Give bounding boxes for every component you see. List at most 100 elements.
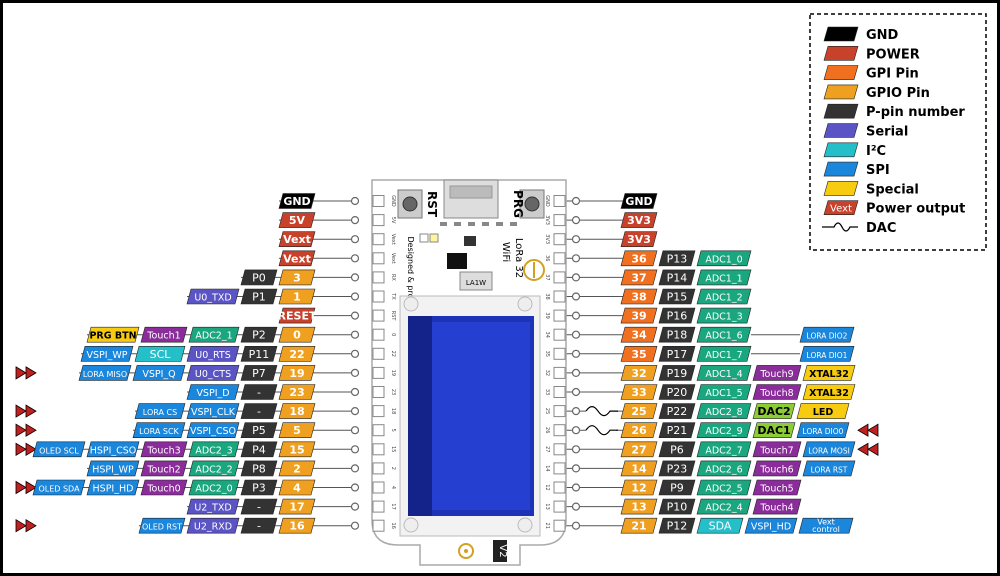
right-row-8-tag-1-shape [658, 345, 696, 362]
right-row-8-tag-3-text: LORA DIO1 [807, 351, 848, 360]
right-pin-pad-8 [553, 347, 566, 360]
left-row-2-tag-0-shape [278, 231, 316, 247]
oled-hole-bl [403, 517, 419, 533]
right-row-7-tag-0: 34 [620, 326, 658, 343]
right-row-17-tag-4-text-2: control [812, 525, 840, 534]
left-row-11-tag-0-shape [278, 403, 316, 419]
left-row-14-tag-0-text: 2 [293, 462, 301, 475]
left-row-5-tag-0: 1 [278, 288, 316, 305]
left-row-15-arrow-a [15, 480, 27, 495]
right-row-10-tag-3-text: Touch8 [759, 388, 793, 399]
right-row-14-tag-2: ADC2_6 [696, 460, 752, 477]
left-row-9-tag-3-text: VSPI_Q [142, 369, 175, 380]
left-silk-5: TX [390, 292, 396, 300]
legend-swatch-1 [823, 45, 859, 61]
left-row-11-tag-2: VSPI_CLK [186, 403, 240, 419]
right-row-7-tag-0-shape [620, 326, 658, 343]
right-row-11-tag-3-text: DAC2 [757, 405, 790, 418]
left-pin-pad-16 [372, 500, 385, 513]
left-row-6-tag-0-shape [278, 307, 316, 324]
left-row-14-tag-0-shape [278, 460, 316, 477]
right-pin-pad-3 [553, 252, 566, 265]
right-pin-dot-9 [571, 368, 581, 377]
left-row-5-tag-1-text: P1 [252, 291, 266, 304]
left-row-12-tag-2: VSPI_CSO [186, 422, 240, 439]
legend-item-10: DAC [822, 221, 896, 236]
right-row-15-tag-3-shape [752, 479, 802, 496]
right-row-16-tag-3-shape [752, 498, 802, 515]
left-row-9-tag-2: U0_CTS [186, 365, 240, 381]
oled-hole-br [517, 517, 533, 533]
right-row-9-tag-3-shape [752, 365, 802, 381]
right-pin-dot-8 [571, 349, 581, 358]
prg-button-cap [524, 196, 540, 212]
left-row-13-tag-1-shape [240, 441, 278, 458]
right-silk-2: 3V3 [544, 234, 550, 244]
right-row-6-tag-2: ADC1_3 [696, 307, 752, 324]
right-row-11-tag-0-text: 25 [631, 405, 646, 418]
right-row-11-tag-3: DAC2 [752, 403, 796, 419]
right-row-5-tag-0: 38 [620, 288, 658, 305]
right-row-11-tag-2-shape [696, 403, 752, 419]
left-silk-17: 16 [390, 523, 396, 529]
left-pin-dot-10 [350, 387, 360, 397]
right-row-17-tag-1: P12 [658, 517, 696, 534]
left-pin-dot-13 [350, 445, 360, 454]
right-row-17-tag-0: 21 [620, 517, 658, 534]
left-row-11-tag-3-text: LORA CS [143, 408, 177, 417]
left-row-12-arrow-b [25, 423, 37, 437]
legend-swatch-5 [823, 123, 859, 138]
left-row-7-tag-3-shape [140, 326, 188, 343]
right-pin-dot-10 [571, 387, 581, 397]
right-row-12-tag-4: LORA DIO0 [796, 422, 850, 439]
legend-label-3: GPIO Pin [866, 86, 930, 101]
left-pin-dot-9 [350, 368, 360, 377]
left-row-7-tag-0-text: 0 [293, 329, 301, 342]
left-pin-dot-2 [350, 235, 360, 244]
right-row-16-tag-2: ADC2_4 [696, 498, 752, 515]
left-row-8-tag-4-shape [80, 345, 134, 362]
right-row-16-tag-1-text: P10 [667, 501, 688, 514]
left-row-15-tag-2-shape [188, 479, 240, 496]
right-row-3-tag-2-text: ADC1_0 [705, 254, 742, 265]
left-row-10-tag-0-text: 23 [289, 386, 304, 399]
right-row-17-tag-0-text: 21 [631, 520, 646, 533]
left-row-13-tag-2-text: ADC2_3 [195, 445, 232, 456]
left-row-9-tag-2-shape [186, 365, 240, 381]
legend-label-1: POWER [866, 47, 920, 62]
right-row-10-tag-0: 33 [620, 384, 658, 400]
left-row-17 [15, 518, 37, 533]
left-row-5-tag-1-shape [240, 288, 278, 305]
right-row-7-tag-1-shape [658, 326, 696, 343]
right-row-9-tag-4-shape [802, 365, 856, 381]
left-row-4-tag-1-text: P0 [252, 271, 266, 284]
legend-label-10: DAC [866, 221, 896, 236]
right-row-5-tag-1-text: P15 [667, 291, 688, 304]
right-row-15-tag-1-text: P9 [670, 482, 684, 495]
right-leader-lines [566, 196, 800, 530]
version-badge [493, 540, 507, 562]
left-pin-pad-12 [372, 424, 385, 437]
legend-label-7: SPI [866, 163, 890, 178]
right-row-4-tag-2: ADC1_1 [696, 269, 752, 286]
right-row-3-tag-0-text: 36 [631, 252, 647, 265]
left-pin-pad-3 [372, 252, 385, 265]
right-row-8-tag-3: LORA DIO1 [799, 345, 855, 362]
right-silk-10: 33 [544, 389, 550, 395]
left-row-15-tag-4-text: HSPI_HD [93, 484, 134, 495]
right-row-16-tag-1-shape [658, 498, 696, 515]
left-pin-dot-5 [350, 292, 360, 301]
left-row-7-tag-2: ADC2_1 [188, 326, 240, 343]
right-row-16-tag-0-shape [620, 498, 658, 515]
left-row-13-tag-1-text: P4 [252, 443, 266, 456]
smd-part-0 [440, 222, 447, 226]
right-row-0-tag-0-text: GND [625, 195, 652, 208]
left-pin-dot-6 [350, 311, 360, 320]
left-row-10-tag-2-shape [186, 384, 240, 400]
right-silk-13: 27 [544, 446, 550, 452]
right-pin-pad-16 [553, 500, 566, 513]
left-row-7-tag-0: 0 [278, 326, 316, 343]
left-row-8-tag-3-shape [134, 345, 186, 362]
